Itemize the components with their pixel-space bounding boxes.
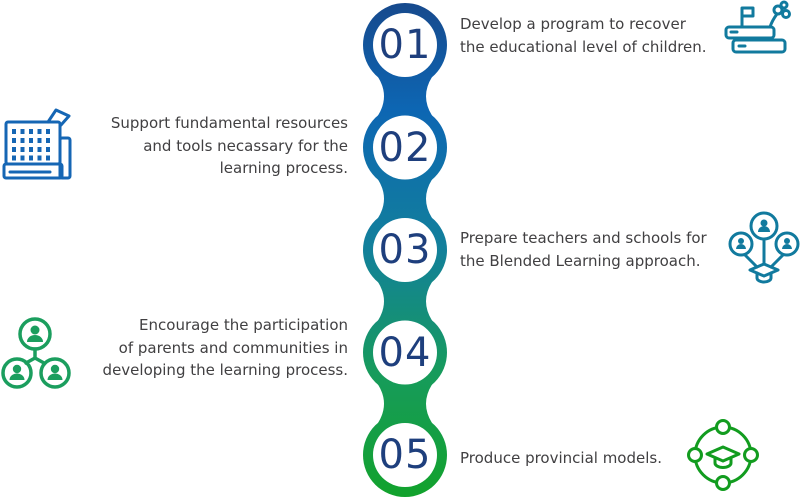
text-line: Develop a program to recover [460,15,686,33]
resources-machine-icon [2,108,72,180]
step-3-number: 03 [378,227,432,273]
chain-bead-centers [373,13,437,487]
step-2-number: 02 [378,124,432,171]
text-line: and tools necassary for the [143,136,348,155]
provincial-model-icon [687,419,759,491]
step-3-icon-wrap [727,204,800,296]
step-5-description: Produce provincial models. [460,447,662,470]
community-people-icon [1,317,71,389]
text-line: Produce provincial models. [460,449,662,467]
books-flag-plant-icon [724,0,791,54]
step-4-description: Encourage the participation of parents a… [55,314,348,382]
text-line: of parents and communities in [118,338,348,357]
step-1-number: 01 [378,22,432,68]
text-line: learning process. [219,159,348,177]
step-5-number: 05 [378,432,432,478]
step-4-number: 04 [378,329,432,376]
text-line: the Blended Learning approach. [460,251,701,270]
text-line: the educational level of children. [460,37,707,56]
text-line: developing the learning process. [102,361,348,379]
step-5-icon-wrap [687,411,768,497]
text-line: Support fundamental resources [110,114,348,132]
text-line: Encourage the participation [139,316,348,334]
teachers-network-icon [728,211,800,284]
text-line: Prepare teachers and schools for [460,229,707,247]
step-2-icon-wrap [2,102,74,190]
step-1-icon-wrap [720,0,794,59]
step-1-description: Develop a program to recover the educati… [460,13,707,58]
step-2-description: Support fundamental resources and tools … [60,112,348,180]
step-3-description: Prepare teachers and schools for the Ble… [460,227,707,272]
step-4-icon-wrap [1,307,71,402]
